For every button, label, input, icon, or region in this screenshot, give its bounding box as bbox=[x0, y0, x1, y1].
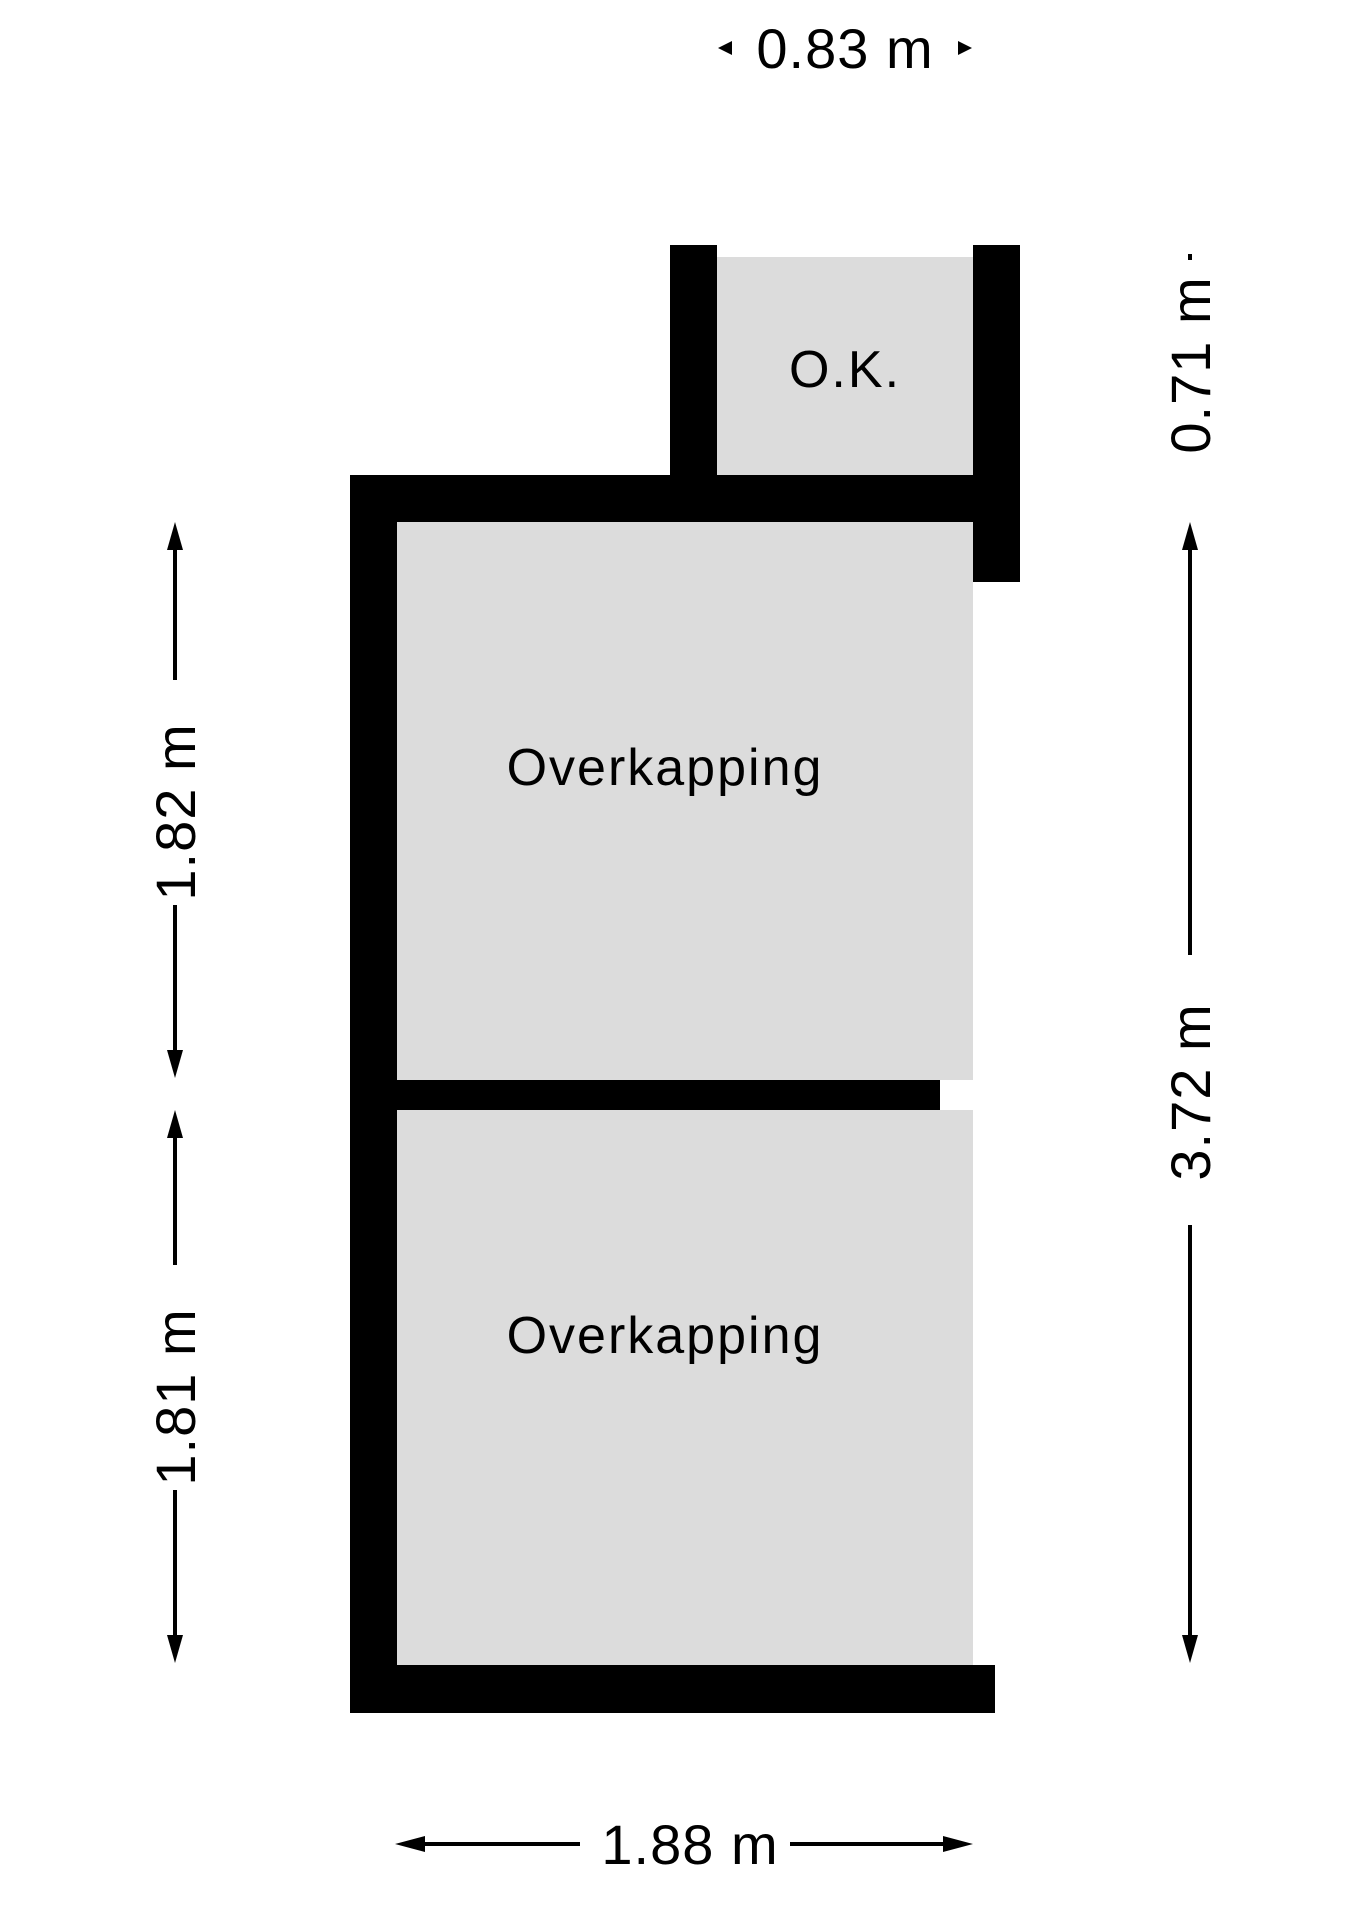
dimension-label-left-upper: 1.82 m bbox=[144, 723, 207, 900]
room-labels: O.K. Overkapping Overkapping bbox=[507, 341, 901, 1365]
wall-ok-right bbox=[973, 245, 1020, 582]
wall-bottom bbox=[350, 1665, 995, 1713]
dimension-left-upper: 1.82 m bbox=[144, 522, 207, 1078]
dimension-label-left-lower: 1.81 m bbox=[144, 1308, 207, 1485]
dimension-label-right-total: 3.72 m bbox=[1159, 1003, 1222, 1180]
wall-partition bbox=[395, 1080, 940, 1110]
dimension-left-lower: 1.81 m bbox=[144, 1110, 207, 1663]
arrow-left bbox=[395, 1836, 425, 1852]
arrow-down bbox=[1182, 1635, 1198, 1663]
dimension-top-width: 0.83 m bbox=[718, 17, 972, 80]
arrow-down bbox=[167, 1635, 183, 1663]
room-label-overkapping-lower: Overkapping bbox=[507, 1307, 824, 1365]
arrow-right bbox=[943, 1836, 973, 1852]
dimension-ok-height: 0.71 m bbox=[1159, 254, 1222, 454]
floor-areas bbox=[395, 257, 973, 1665]
dimension-label-top-width: 0.83 m bbox=[756, 17, 933, 80]
wall-left bbox=[350, 475, 397, 1713]
arrow-down bbox=[167, 1050, 183, 1078]
floor-overkapping-upper bbox=[395, 520, 973, 1080]
wall-top bbox=[350, 475, 1020, 522]
floor-overkapping-lower bbox=[395, 1110, 973, 1665]
walls bbox=[350, 245, 1020, 1713]
arrow-up bbox=[167, 522, 183, 550]
floor-ok bbox=[717, 257, 973, 482]
dimension-label-bottom-width: 1.88 m bbox=[601, 1813, 778, 1876]
arrow-left bbox=[718, 41, 732, 55]
arrow-up bbox=[1182, 522, 1198, 550]
wall-ok-left bbox=[670, 245, 717, 520]
room-label-overkapping-upper: Overkapping bbox=[507, 739, 824, 797]
room-label-ok: O.K. bbox=[789, 341, 901, 399]
arrow-right bbox=[958, 41, 972, 55]
dimension-right-total: 3.72 m bbox=[1159, 522, 1222, 1663]
dimension-bottom-width: 1.88 m bbox=[395, 1813, 973, 1876]
arrow-up bbox=[167, 1110, 183, 1138]
dimension-label-ok-height: 0.71 m bbox=[1159, 276, 1222, 453]
